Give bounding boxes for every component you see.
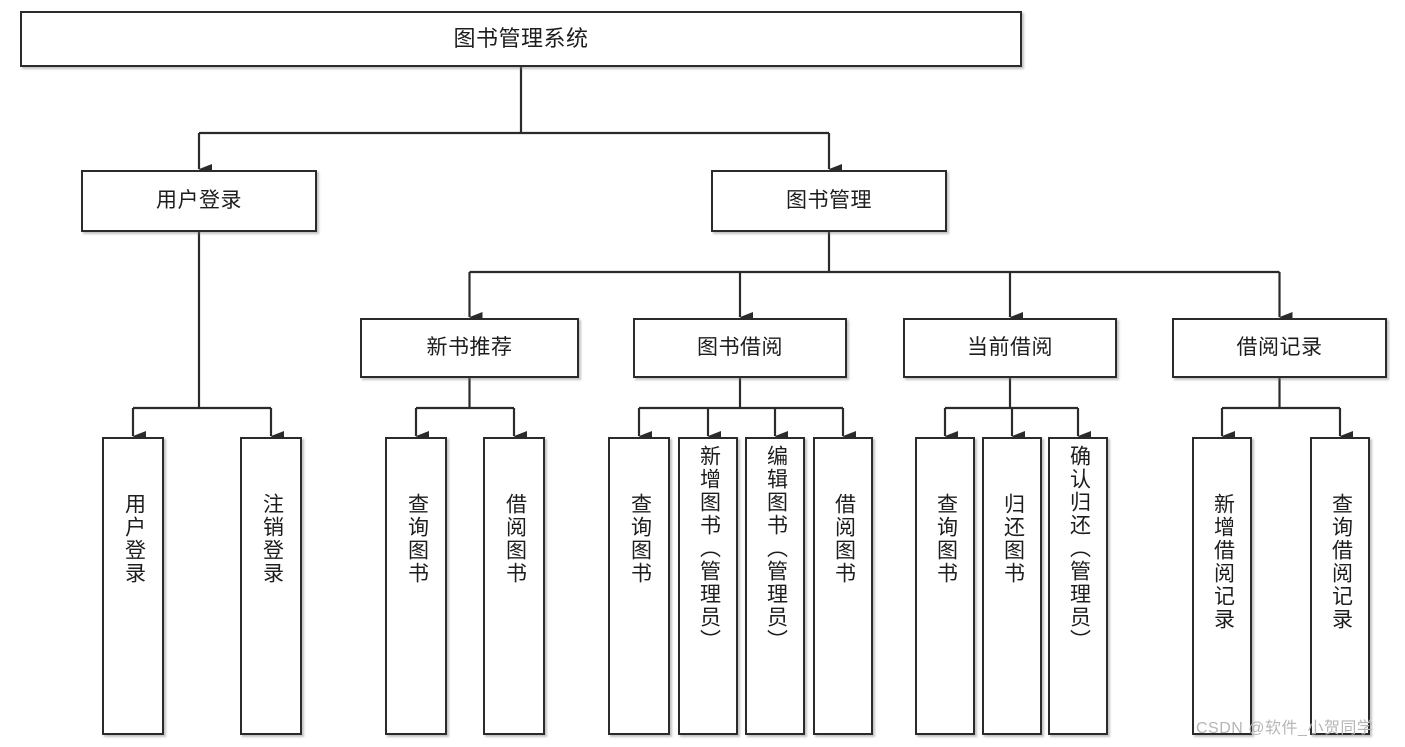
node-label: 图书借阅 bbox=[697, 336, 783, 360]
node-label: 确认归还（管理员） bbox=[1067, 445, 1091, 652]
node-user-login: 用户登录 bbox=[81, 170, 317, 232]
node-label: 编辑图书（管理员） bbox=[764, 445, 788, 652]
node-label: 归还图书 bbox=[1001, 493, 1025, 585]
node-leaf-borrow-book-2: 借阅图书 bbox=[813, 437, 873, 735]
node-label: 借阅记录 bbox=[1236, 336, 1323, 360]
node-label: 借阅图书 bbox=[503, 493, 527, 585]
node-leaf-confirm-return: 确认归还（管理员） bbox=[1048, 437, 1108, 735]
node-label: 查询图书 bbox=[628, 493, 652, 585]
node-label: 图书管理系统 bbox=[453, 25, 589, 51]
node-label: 用户登录 bbox=[122, 493, 146, 585]
node-root: 图书管理系统 bbox=[20, 11, 1022, 67]
node-label: 查询借阅记录 bbox=[1329, 493, 1353, 631]
node-label: 新增借阅记录 bbox=[1211, 493, 1235, 631]
node-leaf-query-record: 查询借阅记录 bbox=[1310, 437, 1370, 735]
csdn-watermark: CSDN @软件_小贺同学 bbox=[1196, 720, 1374, 737]
node-label: 用户登录 bbox=[156, 189, 242, 213]
node-leaf-query-book-1: 查询图书 bbox=[385, 437, 447, 735]
node-label: 查询图书 bbox=[934, 493, 958, 585]
node-leaf-edit-book: 编辑图书（管理员） bbox=[745, 437, 805, 735]
node-label: 借阅图书 bbox=[832, 493, 856, 585]
node-current-borrow: 当前借阅 bbox=[903, 318, 1117, 378]
node-leaf-add-book: 新增图书（管理员） bbox=[678, 437, 738, 735]
node-leaf-logout: 注销登录 bbox=[240, 437, 302, 735]
node-label: 查询图书 bbox=[405, 493, 429, 585]
node-label: 新增图书（管理员） bbox=[697, 445, 721, 652]
node-leaf-query-book-2: 查询图书 bbox=[608, 437, 670, 735]
node-leaf-add-record: 新增借阅记录 bbox=[1192, 437, 1252, 735]
node-label: 图书管理 bbox=[786, 189, 872, 213]
node-book-borrow: 图书借阅 bbox=[633, 318, 847, 378]
node-borrow-record: 借阅记录 bbox=[1172, 318, 1387, 378]
node-leaf-user-login: 用户登录 bbox=[102, 437, 164, 735]
node-label: 当前借阅 bbox=[967, 336, 1053, 360]
node-label: 注销登录 bbox=[260, 493, 284, 585]
node-leaf-query-book-3: 查询图书 bbox=[915, 437, 975, 735]
node-leaf-borrow-book-1: 借阅图书 bbox=[483, 437, 545, 735]
node-new-book-rec: 新书推荐 bbox=[360, 318, 579, 378]
node-label: 新书推荐 bbox=[426, 336, 513, 360]
node-leaf-return-book: 归还图书 bbox=[982, 437, 1042, 735]
node-book-manage: 图书管理 bbox=[711, 170, 947, 232]
